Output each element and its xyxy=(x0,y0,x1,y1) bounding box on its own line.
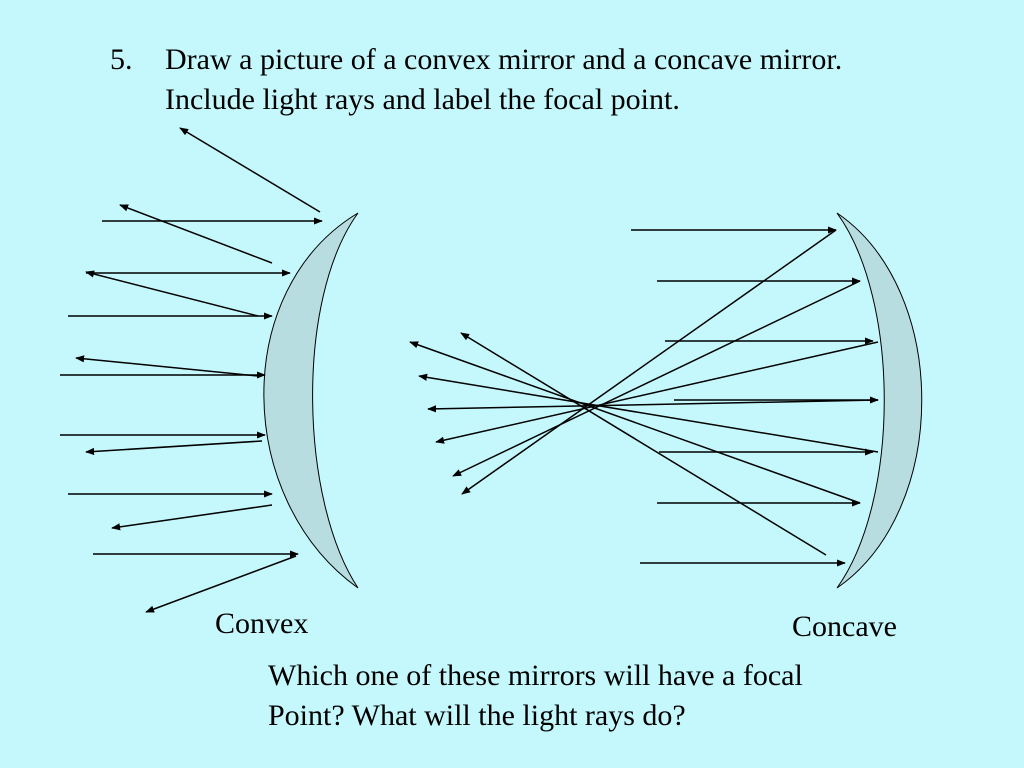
reflected-ray xyxy=(452,280,861,477)
reflected-ray xyxy=(418,373,879,453)
followup-question: Which one of these mirrors will have a f… xyxy=(268,656,968,736)
reflected-ray xyxy=(85,270,259,317)
reflected-ray xyxy=(119,204,273,264)
convex-mirror xyxy=(263,212,359,589)
reflected-ray xyxy=(460,332,827,556)
reflected-ray xyxy=(75,355,259,377)
reflected-ray xyxy=(427,399,879,413)
followup-line-2: Point? What will the light rays do? xyxy=(268,699,686,732)
concave-light-rays xyxy=(409,226,879,567)
question-line-1: Draw a picture of a convex mirror and a … xyxy=(165,43,843,76)
reflected-ray xyxy=(111,504,273,531)
reflected-ray xyxy=(179,127,321,213)
question-number: 5. xyxy=(110,43,133,76)
reflected-ray xyxy=(85,440,263,456)
question-text: Draw a picture of a convex mirror and a … xyxy=(165,40,965,120)
concave-mirror xyxy=(836,212,923,589)
reflected-ray xyxy=(461,229,837,495)
convex-label: Convex xyxy=(215,607,309,640)
reflected-ray xyxy=(435,341,879,444)
followup-line-1: Which one of these mirrors will have a f… xyxy=(268,659,803,692)
reflected-ray xyxy=(409,341,861,504)
reflected-ray xyxy=(145,555,297,613)
question-line-2: Include light rays and label the focal p… xyxy=(165,83,680,116)
convex-light-rays xyxy=(60,127,323,613)
concave-label: Concave xyxy=(792,610,897,643)
